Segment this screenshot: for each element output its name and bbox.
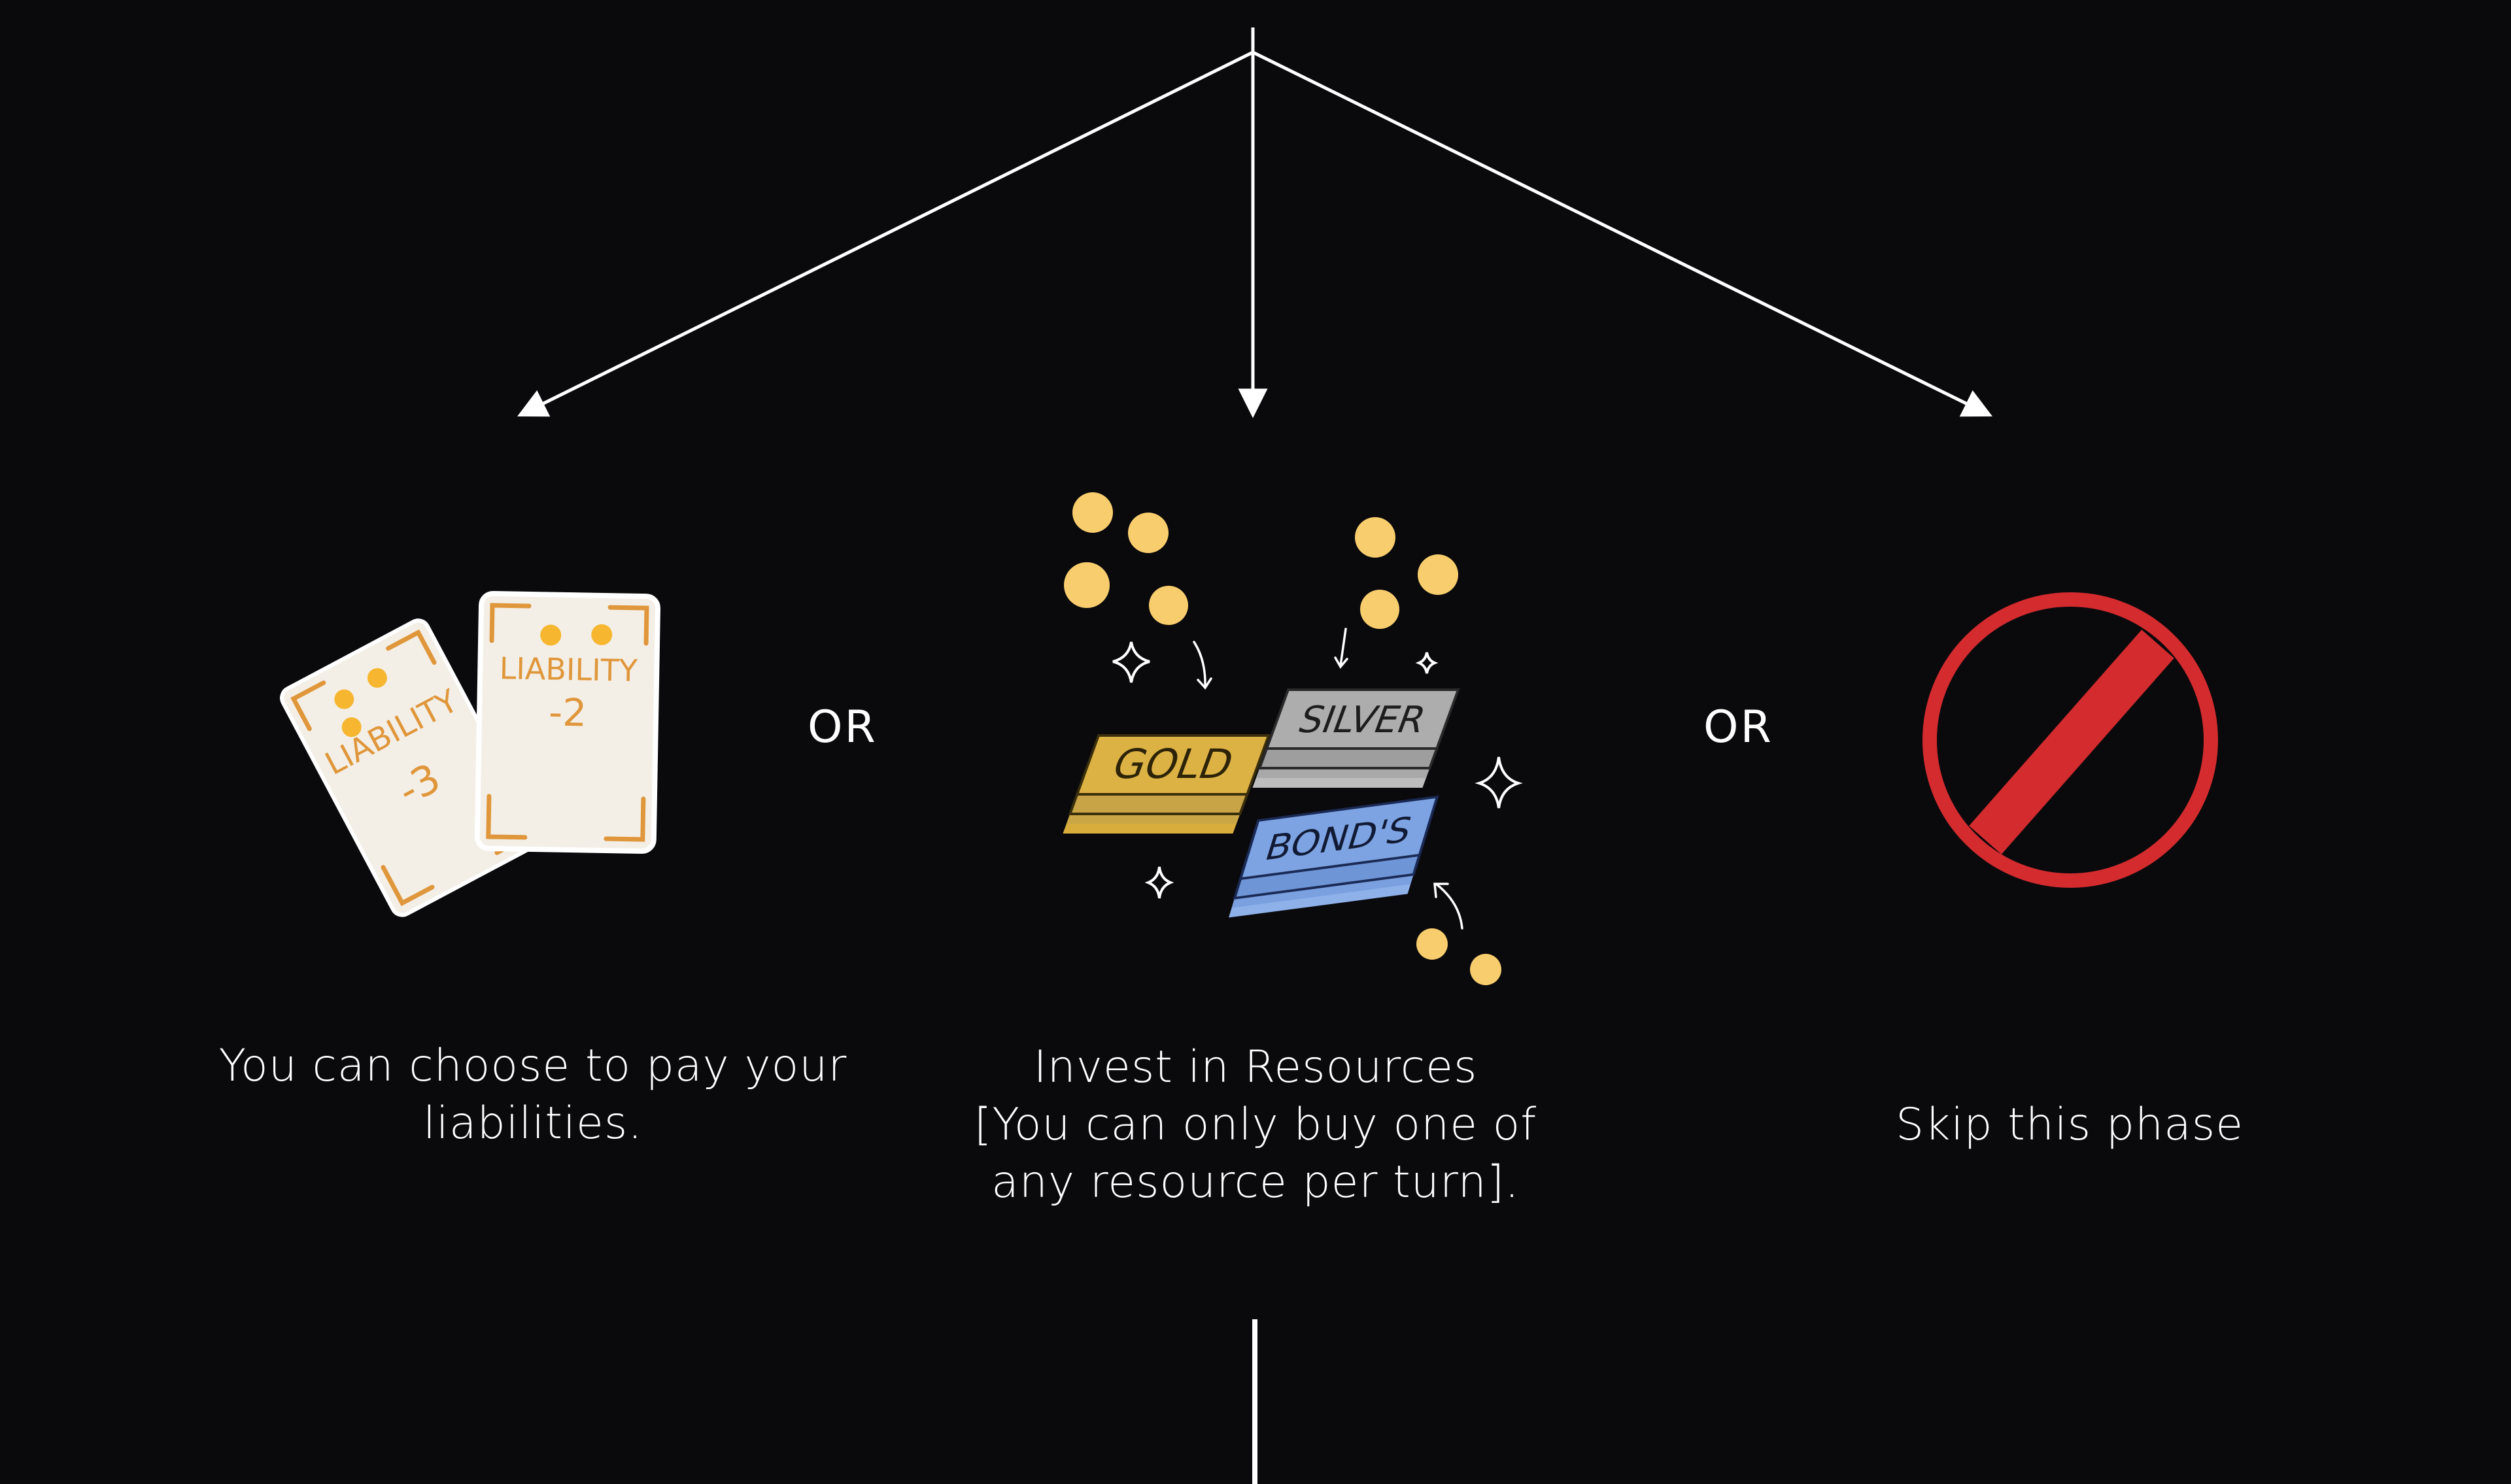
or-separator-right: OR (1703, 701, 1773, 753)
invest-resources-line-1: Invest in Resources (922, 1039, 1589, 1096)
no-sign-icon (1930, 599, 2211, 881)
option-pay-liabilities-label: You can choose to pay your liabilities. (193, 1037, 873, 1153)
arrow-left (520, 52, 1253, 415)
liability-card-front-value: -2 (549, 690, 587, 735)
arrow-right (1253, 52, 1990, 415)
gold-label: GOLD (1106, 741, 1240, 788)
silver-bar-stack: SILVER (1252, 690, 1458, 788)
liability-card-front: LIABILITY -2 (477, 594, 658, 852)
or-separator-left: OR (808, 701, 878, 753)
pay-liabilities-line-1: You can choose to pay your (193, 1037, 873, 1095)
skip-phase-line-1: Skip this phase (1779, 1096, 2361, 1154)
pay-liabilities-line-2: liabilities. (193, 1095, 873, 1153)
bonds-stack: BOND'S (1229, 797, 1437, 918)
invest-resources-line-2: [You can only buy one of (922, 1096, 1589, 1154)
liability-card-front-label: LIABILITY (499, 650, 638, 688)
liability-cards-icon: LIABILITY -3 LIABILITY -2 (278, 594, 658, 919)
option-invest-resources-label: Invest in Resources [You can only buy on… (922, 1039, 1589, 1211)
silver-label: SILVER (1293, 698, 1433, 741)
gold-bar-stack: GOLD (1063, 735, 1269, 834)
resources-icon: GOLD SILVER BOND'S (1063, 492, 1518, 985)
option-skip-phase-label: Skip this phase (1779, 1096, 2361, 1154)
invest-resources-line-3: any resource per turn]. (922, 1154, 1589, 1211)
